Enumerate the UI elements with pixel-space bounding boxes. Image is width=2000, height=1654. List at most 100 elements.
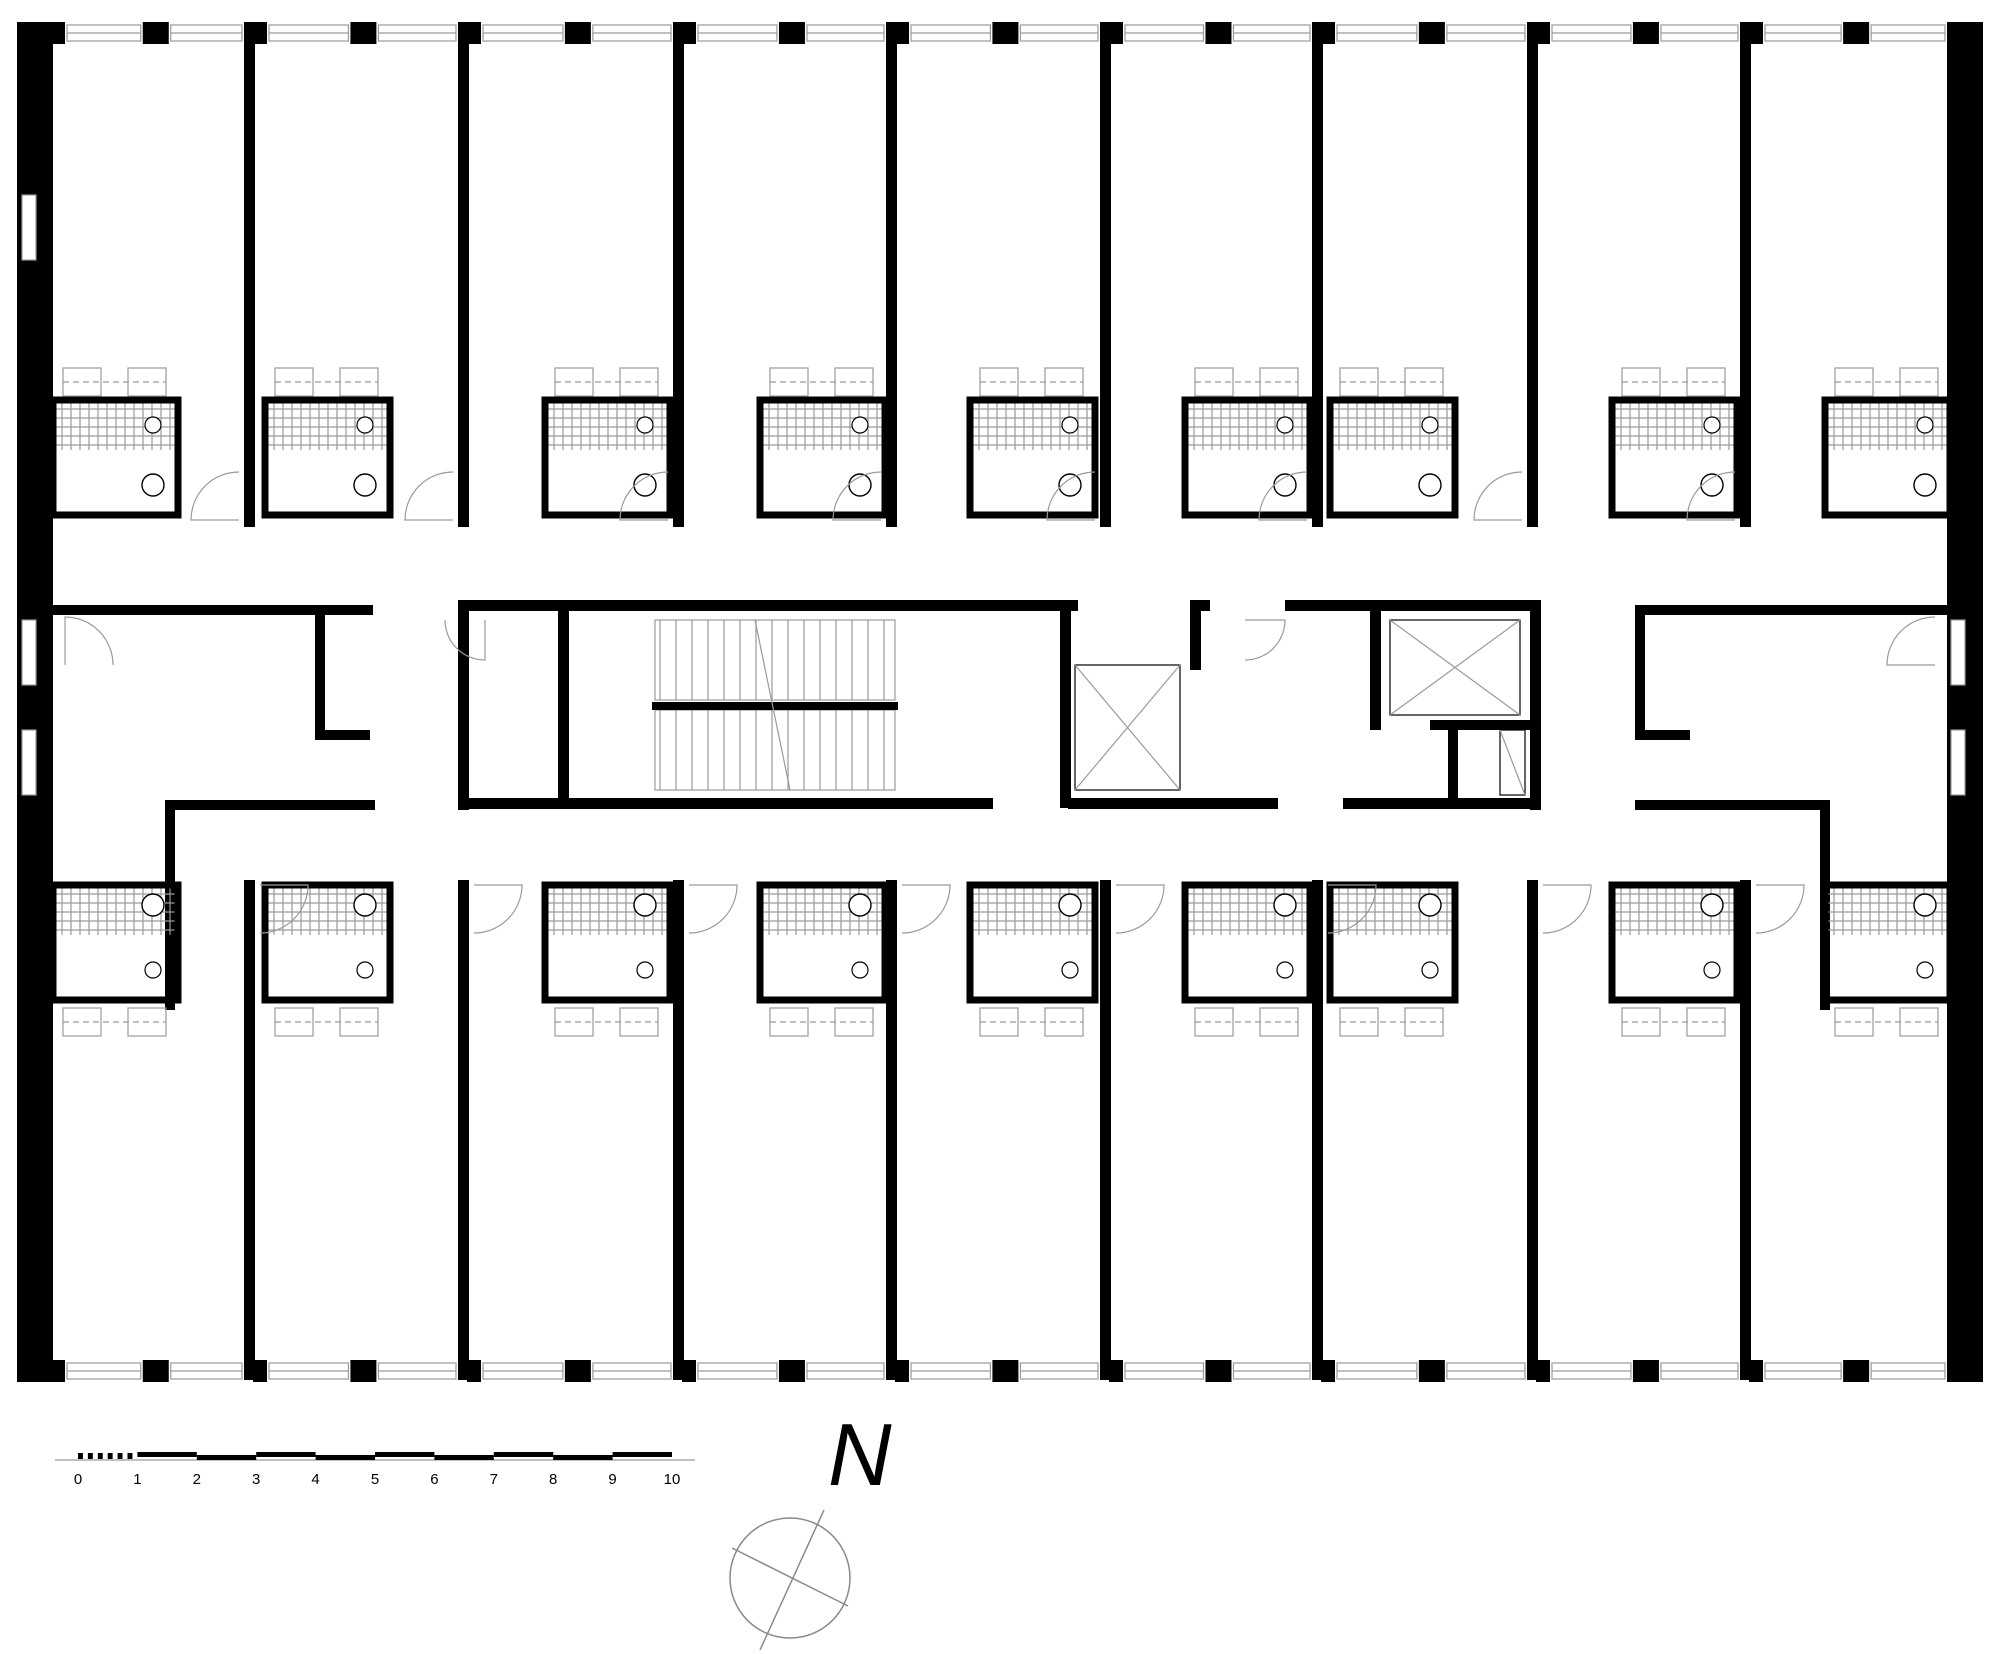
- scale-segment: [612, 1452, 672, 1457]
- room-door-swing: [1327, 884, 1377, 934]
- sink-icon: [851, 961, 869, 979]
- scale-segment: [553, 1455, 613, 1460]
- compass-circle: [729, 1517, 851, 1639]
- room-door-swing: [190, 471, 240, 521]
- core-wall-north-c: [1285, 600, 1540, 611]
- sink-icon: [1916, 961, 1934, 979]
- bathroom-wall: [1181, 881, 1314, 1004]
- wing-closet-west: [315, 605, 325, 735]
- room-door-swing: [1473, 471, 1523, 521]
- core-door-swing: [444, 619, 486, 661]
- scale-tick-label: 10: [664, 1471, 681, 1488]
- facade-pier-south: [1109, 1360, 1123, 1382]
- scale-segment: [375, 1452, 435, 1457]
- stair-flight-lower: [654, 709, 896, 791]
- bathroom-pod: [49, 881, 182, 1037]
- bathroom-wall: [1326, 881, 1459, 1004]
- room-door-swing: [1686, 471, 1736, 521]
- wing-wall-east-south: [1635, 800, 1830, 810]
- sink-icon: [356, 961, 374, 979]
- bathroom-pod: [1608, 367, 1741, 519]
- compass-needle-line: [759, 1509, 825, 1651]
- facade-pier-north: [1418, 22, 1445, 44]
- sink-icon: [356, 416, 374, 434]
- scale-tick-label: 9: [608, 1471, 616, 1488]
- bathroom-pod: [261, 881, 394, 1037]
- duct-cross: [1499, 729, 1526, 796]
- facade-pier-north: [51, 22, 65, 44]
- room-partition-south: [458, 880, 469, 1380]
- room-partition-north: [244, 22, 255, 527]
- facade-pier-south: [467, 1360, 481, 1382]
- lift-cross: [1074, 664, 1181, 791]
- facade-pier-south: [778, 1360, 805, 1382]
- facade-pier-north: [1321, 22, 1335, 44]
- lift-lobby-wall: [1060, 600, 1071, 808]
- bathroom-wall: [1326, 396, 1459, 519]
- exterior-wall-east: [1947, 22, 1983, 1382]
- bathroom-wall: [49, 396, 182, 519]
- door-swings: [64, 471, 1936, 934]
- sink-icon: [1703, 416, 1721, 434]
- duct: [1499, 729, 1526, 796]
- facade-pier-south: [253, 1360, 267, 1382]
- shaft-wall-low: [1430, 720, 1530, 730]
- facade-pier-north: [1205, 22, 1232, 44]
- bathroom-wall: [541, 396, 674, 519]
- scale-subsegment: [87, 1453, 93, 1459]
- facade-pier-south: [992, 1360, 1019, 1382]
- wing-wall-west-south: [165, 800, 375, 810]
- toilet-icon: [141, 893, 165, 917]
- room-partition-south: [673, 880, 684, 1380]
- bathroom-wall: [966, 396, 1099, 519]
- sink-icon: [1276, 416, 1294, 434]
- sink-icon: [1061, 416, 1079, 434]
- sink-icon: [1421, 416, 1439, 434]
- side-window: [21, 194, 37, 261]
- toilet-icon: [1913, 893, 1937, 917]
- side-window: [21, 729, 37, 796]
- facade-pier-south: [564, 1360, 591, 1382]
- toilet-icon: [1700, 893, 1724, 917]
- bathroom-wall: [756, 396, 889, 519]
- facade-pier-north: [895, 22, 909, 44]
- facade-pier-north: [564, 22, 591, 44]
- toilet-icon: [848, 893, 872, 917]
- room-door-swing: [1115, 884, 1165, 934]
- scale-subsegment: [127, 1453, 133, 1459]
- scale-tick-label: 8: [549, 1471, 557, 1488]
- toilet-icon: [1913, 473, 1937, 497]
- bathroom-pod: [541, 881, 674, 1037]
- toilet-icon: [633, 473, 657, 497]
- core-wall-north-a: [458, 600, 1078, 611]
- bathroom-pod: [1608, 881, 1741, 1037]
- toilet-icon: [1418, 893, 1442, 917]
- sink-icon: [851, 416, 869, 434]
- bathroom-pod: [966, 367, 1099, 519]
- toilet-icon: [1418, 473, 1442, 497]
- wing-closet-east: [1635, 605, 1645, 735]
- lift-shaft-wall: [1190, 600, 1201, 670]
- wing-closet-east-b: [1635, 730, 1690, 740]
- room-partition-north: [886, 22, 897, 527]
- facade-pier-south: [1536, 1360, 1550, 1382]
- scale-tick-label: 2: [193, 1471, 201, 1488]
- stair-wall-west: [558, 600, 569, 798]
- facade-pier-south: [350, 1360, 377, 1382]
- room-partition-south: [1312, 880, 1323, 1380]
- scale-tick-label: 7: [490, 1471, 498, 1488]
- bathroom-pod: [756, 367, 889, 519]
- bathroom-wall: [1608, 881, 1741, 1004]
- wing-wall-east-north: [1635, 605, 1947, 615]
- stair-divider: [652, 702, 898, 710]
- room-door-swing: [619, 471, 669, 521]
- lift-shaft-b: [1389, 619, 1521, 716]
- room-partition-north: [458, 22, 469, 527]
- room-partition-south: [1740, 880, 1751, 1380]
- bathroom-wall: [1181, 396, 1314, 519]
- shaft-wall-vert: [1448, 720, 1458, 798]
- scale-tick-label: 6: [430, 1471, 438, 1488]
- facade-pier-south: [1843, 1360, 1870, 1382]
- facade-pier-north: [778, 22, 805, 44]
